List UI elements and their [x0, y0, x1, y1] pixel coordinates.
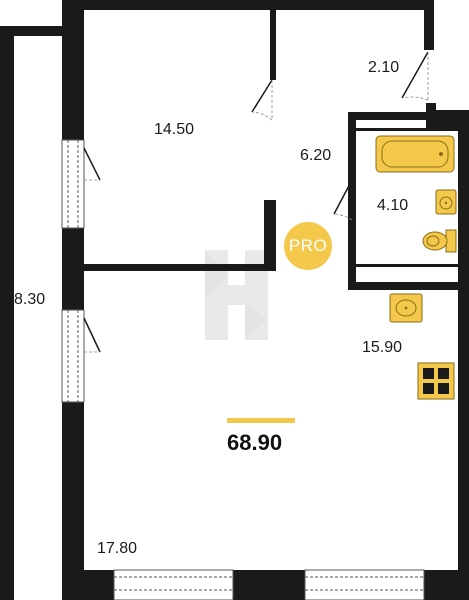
door-balcony-lower: [83, 317, 101, 353]
kitchen-sink-icon: [389, 293, 423, 323]
room-area-storage: 2.10: [368, 59, 400, 76]
wall-top: [62, 0, 434, 10]
bathroom-sink-icon: [435, 189, 457, 215]
wall-bedroom-bottom: [84, 264, 270, 271]
wall-bath-inner-top: [356, 128, 458, 131]
room-area-bathroom: 4.10: [377, 197, 409, 214]
wall-hall-lower: [264, 200, 276, 271]
room-area-bedroom: 14.50: [154, 121, 195, 138]
wall-bath-inner-bottom: [356, 264, 458, 267]
wall-bath-left: [348, 112, 356, 290]
total-area-accent-bar: [227, 418, 295, 423]
door-balcony-upper: [83, 147, 101, 181]
watermark-logo: [205, 250, 268, 340]
room-area-living: 17.80: [97, 540, 138, 557]
total-area-value: 68.90: [227, 430, 283, 455]
wall-hall-upper: [270, 10, 276, 80]
balcony-wall-top: [0, 26, 62, 36]
wall-right-top: [424, 0, 434, 50]
doors: [83, 51, 429, 353]
wall-bath-top: [348, 112, 428, 120]
balcony-wall-left: [0, 26, 14, 600]
room-area-hall: 6.20: [300, 147, 332, 164]
window-bottom-left: [113, 569, 234, 600]
room-area-kitchen: 15.90: [362, 339, 403, 356]
window-bottom-right: [304, 569, 425, 600]
pro-badge: PRO: [284, 222, 332, 270]
wall-left-lower: [62, 402, 84, 600]
stove-icon: [417, 362, 455, 400]
wall-bottom-left: [62, 570, 114, 600]
door-storage: [401, 51, 429, 101]
wall-left-mid: [62, 228, 84, 310]
door-bedroom: [251, 79, 273, 121]
wall-right: [458, 110, 469, 600]
wall-bottom-mid: [233, 570, 305, 600]
wall-right-corner: [426, 110, 469, 128]
windows: [61, 139, 425, 600]
window-left-living: [61, 309, 85, 403]
toilet-icon: [422, 229, 457, 253]
bathtub-icon: [375, 135, 455, 173]
window-left-bedroom: [61, 139, 85, 229]
door-bathroom: [333, 179, 353, 221]
room-area-balcony: 8.30: [14, 291, 46, 308]
wall-bottom-right: [424, 570, 469, 600]
wall-bath-bottom: [348, 282, 458, 290]
wall-left-upper: [62, 0, 84, 140]
fixtures: [375, 135, 457, 400]
